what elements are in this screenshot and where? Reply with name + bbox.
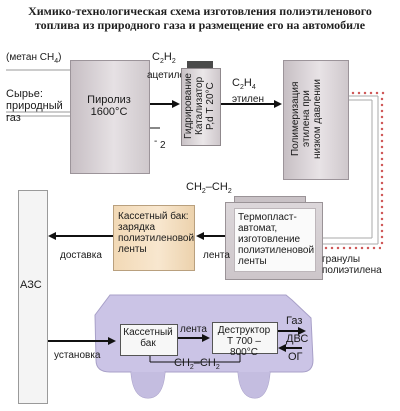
granule-dots-bottom [323,246,381,250]
thermoplast-label: Термопласт- автомат, изготовление полиэт… [238,212,315,267]
azs-column [18,190,48,404]
polymerization-box [283,60,349,180]
ch2-top-label: CH2–CH2 [186,181,232,196]
cassette-tank-box [120,324,178,356]
car-wheel-left [131,372,165,398]
destructor-box [212,322,278,354]
cassette-charge-box [113,205,195,271]
cassette-charge-label: Кассетный бак: зарядка полиэтиленовой ле… [118,211,195,255]
hydro-cap [187,61,213,69]
tape-label-2: лента [180,324,207,335]
ethylene-formula: C2H4 [232,77,256,92]
ethylene-label: этилен [232,94,264,105]
azs-label: АЗС [20,279,42,291]
acetylene-formula: C2H2 [152,51,176,66]
thermoplast-panel [234,208,316,272]
delivery-label: доставка [60,250,102,261]
og-label: ОГ [288,351,303,363]
dvs-label: ДВС [286,333,309,345]
polymerization-label: Полимеризация этилена при низком давлени… [290,79,323,159]
pyrolysis-box [70,60,150,174]
raw-material-label: Сырье: природный газ [6,88,63,124]
cassette-tank-label: Кассетный бак [123,327,173,349]
gas-label: Газ [286,315,303,327]
h2-minus: - [154,136,158,147]
ch2-bottom-label: CH2–CH2 [174,357,220,372]
diagram-title: Химико-технологическая схема изготовлени… [28,4,372,32]
installation-label: установка [54,350,101,361]
destructor-label: Деструктор Т 700 – 800°С [217,325,271,358]
tape-label-1: лента [203,250,230,261]
granule-dots-top [350,91,386,95]
acetylene-label: ацетилен [147,70,191,81]
pyrolysis-label: Пиролиз 1600°С [87,94,131,118]
granules-label: гранулы полиэтилена [322,254,382,276]
methane-label: (метан CH4) [6,52,62,65]
granule-dots-side [380,96,384,246]
h2-label: 2 [160,140,166,151]
hydrogenation-box [181,68,221,146]
car-wheel-right [238,372,270,398]
hydrogenation-label: Гидрирование Катализатор P,d Т 20°С [183,73,216,139]
